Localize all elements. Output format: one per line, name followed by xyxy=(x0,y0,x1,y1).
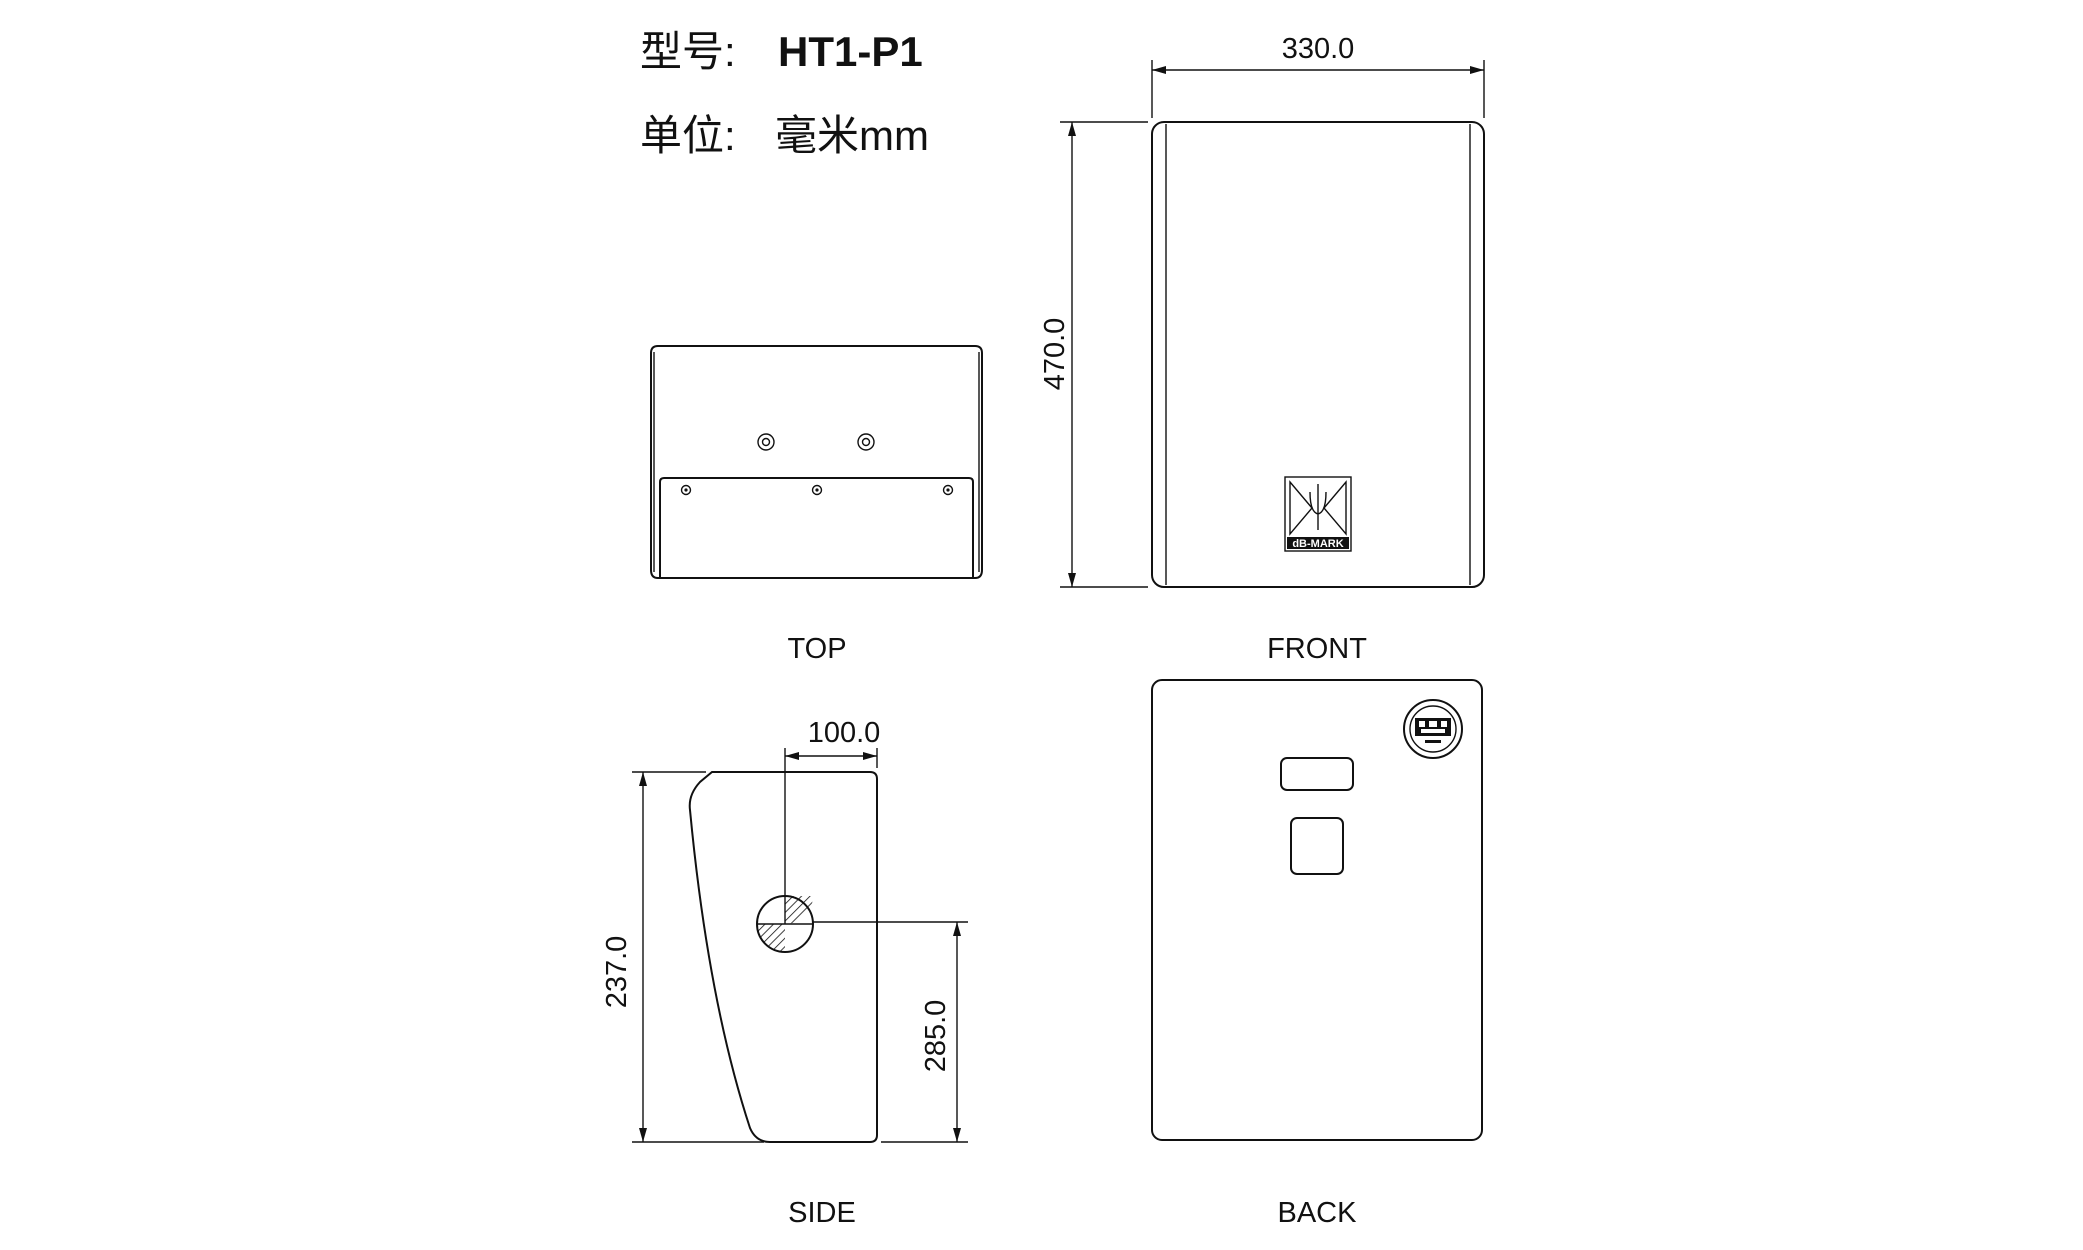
dimension-side-offset-value: 100.0 xyxy=(808,717,881,749)
dimension-side-center-height: 285.0 xyxy=(813,921,968,1143)
top-view-inner-edges xyxy=(653,352,980,572)
top-screw-3 xyxy=(942,484,954,496)
front-view-outline xyxy=(1151,121,1485,588)
unit-label: 单位: xyxy=(640,112,736,159)
top-bracket-plate xyxy=(659,477,974,578)
model-label: 型号: xyxy=(640,28,736,75)
back-view: BACK xyxy=(1151,679,1483,1229)
header: 型号: HT1-P1 单位: 毫米mm xyxy=(640,28,929,159)
dimension-height-value: 470.0 xyxy=(1039,318,1071,391)
back-slot-opening xyxy=(1280,757,1354,791)
brand-logo-icon: dB-MARK xyxy=(1284,476,1352,552)
dimension-side-depth-value: 237.0 xyxy=(601,936,633,1009)
top-screw-2 xyxy=(811,484,823,496)
dimension-height: 470.0 xyxy=(1039,121,1148,588)
top-view-label: TOP xyxy=(787,633,846,665)
unit-value: 毫米mm xyxy=(775,112,929,159)
top-mount-hole-right xyxy=(857,433,875,451)
side-view-outline xyxy=(688,771,878,1143)
top-screw-1-center xyxy=(684,488,688,492)
back-view-outline xyxy=(1151,679,1483,1141)
front-view: dB-MARK FRONT xyxy=(1151,121,1485,665)
top-screw-3-center xyxy=(946,488,950,492)
brand-logo-text: dB-MARK xyxy=(1292,538,1343,550)
back-input-panel xyxy=(1290,817,1344,875)
top-view-outline xyxy=(650,345,983,579)
top-mount-hole-left-inner xyxy=(761,437,771,447)
top-screw-2-center xyxy=(815,488,819,492)
dimension-side-depth: 237.0 xyxy=(601,771,764,1143)
top-screw-1 xyxy=(680,484,692,496)
model-value: HT1-P1 xyxy=(778,28,923,75)
side-view-label: SIDE xyxy=(788,1197,856,1229)
top-mount-hole-left xyxy=(757,433,775,451)
top-mount-hole-right-inner xyxy=(861,437,871,447)
front-view-label: FRONT xyxy=(1267,633,1367,665)
dimension-side-center-height-value: 285.0 xyxy=(920,1000,952,1073)
certification-badge-icon xyxy=(1403,699,1463,759)
side-view: SIDE xyxy=(688,771,878,1229)
center-of-gravity-icon xyxy=(756,895,814,953)
dimension-side-offset: 100.0 xyxy=(784,717,881,924)
back-view-label: BACK xyxy=(1278,1197,1358,1229)
dimension-width: 330.0 xyxy=(1151,33,1485,118)
dimension-width-value: 330.0 xyxy=(1282,33,1355,65)
top-view: TOP xyxy=(650,345,983,665)
